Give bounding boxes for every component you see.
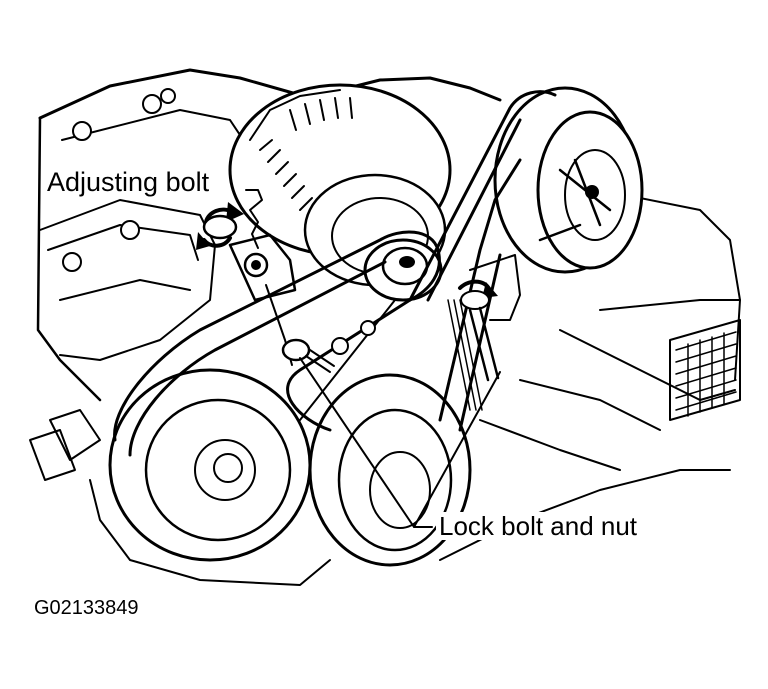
rotation-arrow-icon (196, 202, 244, 250)
drive-belt-ac (408, 90, 557, 432)
idler-pulley (363, 238, 443, 302)
water-pump-pulley (308, 373, 472, 567)
lock-bolt-and-nut-label: Lock bolt and nut (436, 512, 641, 540)
adjusting-bolt-label: Adjusting bolt (44, 168, 213, 197)
rotation-arrow-icon-right (458, 254, 521, 382)
crankshaft-pulley (108, 368, 312, 562)
drive-belt-main (113, 230, 441, 457)
figure-code: G02133849 (34, 597, 139, 619)
lock-bolt-and-nut (281, 320, 376, 373)
radiator-grille (669, 319, 741, 421)
compressor-pulley (493, 86, 644, 274)
leader-lines (245, 189, 501, 528)
